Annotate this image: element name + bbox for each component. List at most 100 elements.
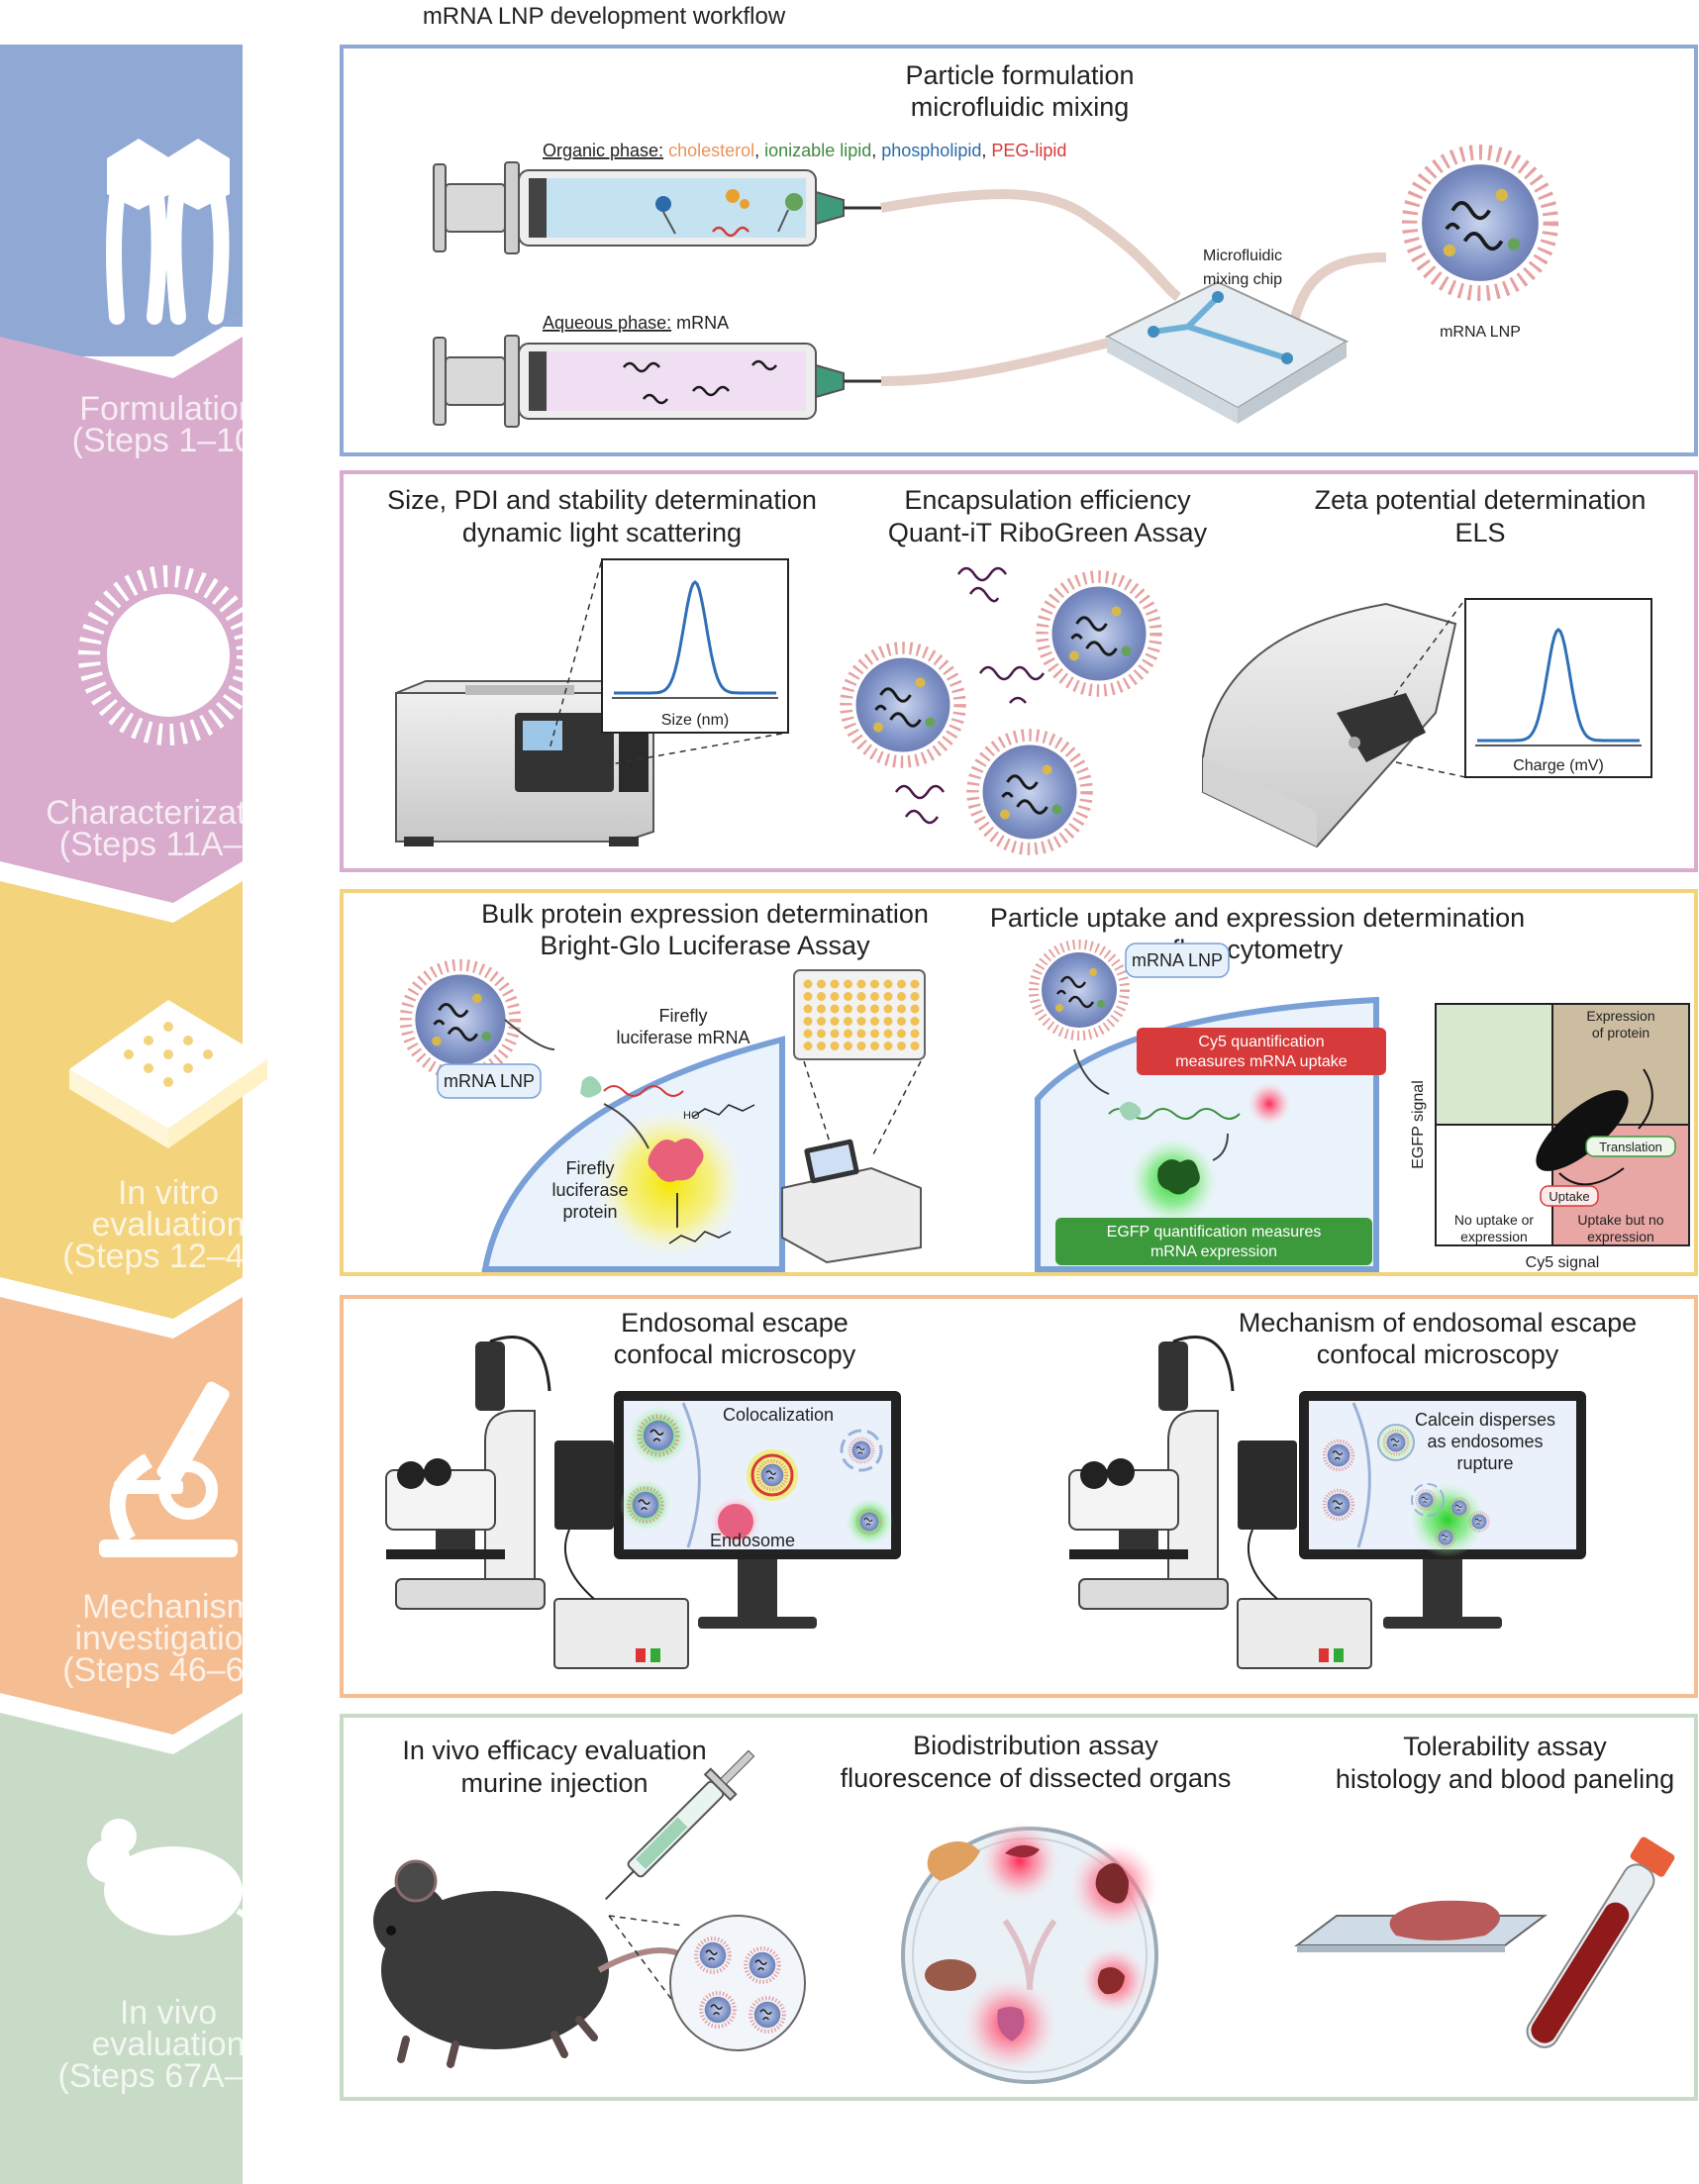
dls-peak-curve (614, 579, 776, 695)
ribogreen-heading-1: Encapsulation efficiency (904, 485, 1191, 515)
zeta-heading-1: Zeta potential determination (1315, 485, 1647, 515)
tolerability-heading-1: Tolerability assay (1403, 1732, 1607, 1761)
phase-label-characterization-2: (Steps 11A–D) (59, 826, 277, 863)
dls-heading-1: Size, PDI and stability determination (387, 485, 817, 515)
phase-label-in-vitro-2: evaluation (91, 1206, 245, 1243)
plate-well (803, 992, 813, 1001)
organic-sep-2: , (871, 141, 881, 160)
protein-label-1: Firefly (566, 1158, 615, 1178)
control-box-right (1237, 1529, 1372, 1669)
plate-well (870, 1029, 879, 1039)
dls-plot: Size (nm) (601, 558, 789, 734)
plate-well (870, 992, 879, 1001)
organic-item-cholesterol: cholesterol (668, 141, 754, 160)
plate-well (803, 1029, 813, 1039)
dls-xlabel: Size (nm) (661, 712, 729, 729)
phase-label-formulation-2: (Steps 1–10) (72, 422, 265, 459)
quadrant-bottom-left-2: expression (1460, 1229, 1528, 1244)
plate-well (910, 979, 920, 989)
zeta-plot: Charge (mV) (1464, 598, 1652, 778)
plate-well (817, 1029, 826, 1039)
cy5-box-line-2: measures mRNA uptake (1175, 1053, 1348, 1070)
plate-well (830, 992, 840, 1001)
plate-well (803, 1017, 813, 1026)
egfp-box-line-1: EGFP quantification measures (1107, 1224, 1322, 1241)
plate-well (897, 979, 906, 989)
monitor-right (1299, 1391, 1586, 1629)
protein-label-2: luciferase (551, 1180, 628, 1200)
plate-well (897, 1004, 906, 1014)
plate-well (803, 1042, 813, 1050)
translation-tag-label: Translation (1599, 1140, 1662, 1154)
escape-heading-1: Endosomal escape (621, 1308, 849, 1338)
quadrant-top-right-2: of protein (1592, 1025, 1649, 1041)
phase-chevron-in-vivo (0, 1713, 243, 2184)
mrna-label-1: Firefly (659, 1006, 708, 1026)
organic-sep-1: , (754, 141, 764, 160)
zeta-xlabel: Charge (mV) (1513, 757, 1604, 774)
monitor-left (614, 1391, 901, 1629)
plate-well (817, 979, 826, 989)
zeta-instrument (1202, 602, 1457, 848)
zeta-peak-curve (1477, 627, 1640, 743)
mech-heading-1: Mechanism of endosomal escape (1239, 1308, 1637, 1338)
ribogreen-particles (847, 566, 1156, 849)
plate-well (830, 1042, 840, 1050)
plate-well (844, 992, 852, 1001)
nanoparticle-icon (78, 565, 258, 745)
plate-well (817, 1042, 826, 1050)
biodist-heading-1: Biodistribution assay (913, 1731, 1158, 1760)
dls-instrument (395, 680, 654, 846)
dls-heading-2: dynamic light scattering (462, 518, 742, 547)
formulation-heading-2: microfluidic mixing (911, 92, 1130, 122)
plate-well (856, 1017, 866, 1026)
well-plate-icon (69, 1000, 267, 1148)
plate-well (830, 1029, 840, 1039)
petri-dish (901, 1822, 1158, 2084)
quadrant-bottom-left-1: No uptake or (1454, 1212, 1534, 1228)
phase-label-in-vitro-3: (Steps 12–45) (62, 1238, 274, 1275)
quadrant-bottom-right-2: expression (1587, 1229, 1654, 1244)
efficacy-heading-2: murine injection (460, 1768, 648, 1798)
plate-well (897, 1017, 906, 1026)
efficacy-heading-1: In vivo efficacy evaluation (402, 1736, 706, 1765)
well-plate-reader (781, 969, 926, 1264)
formulation-heading-1: Particle formulation (905, 60, 1134, 90)
aqueous-syringe (432, 334, 883, 429)
histology-slide (1294, 1900, 1548, 1952)
bulk-lnp-tag-label: mRNA LNP (444, 1071, 535, 1091)
plate-well (856, 979, 866, 989)
blood-tube (1526, 1837, 1675, 2048)
plate-well (870, 1017, 879, 1026)
mrna-lnp-particle (1410, 152, 1551, 294)
organic-item-peg: PEG-lipid (991, 141, 1066, 160)
tolerability-heading-2: histology and blood paneling (1336, 1764, 1674, 1794)
phase-label-in-vivo-2: evaluation (91, 2026, 245, 2063)
organic-item-phospholipid: phospholipid (881, 141, 981, 160)
organic-phase-label: Organic phase: cholesterol, ionizable li… (543, 141, 1066, 160)
flow-lnp-tag-label: mRNA LNP (1132, 950, 1223, 970)
plate-well (897, 1029, 906, 1039)
plate-well (856, 1042, 866, 1050)
plate-well (817, 1004, 826, 1014)
organic-sep-3: , (981, 141, 991, 160)
lipid-bilayer-icon (106, 139, 230, 325)
cell-diagram-bulk: HO (481, 1036, 785, 1272)
phase-labels: Formulation (Steps 1–10) Characterizatio… (46, 390, 291, 2095)
flow-cytometry-plot (1435, 1003, 1690, 1246)
egfp-box-line-2: mRNA expression (1150, 1243, 1277, 1260)
escape-heading-2: confocal microscopy (614, 1340, 856, 1369)
plate-well (883, 1029, 893, 1039)
zeta-heading-2: ELS (1454, 518, 1505, 547)
quadrant-bottom-right-1: Uptake but no (1577, 1212, 1663, 1228)
plate-well (870, 979, 879, 989)
microscope-icon (99, 1381, 238, 1557)
phase-label-in-vitro-1: In vitro (118, 1174, 219, 1212)
phase-label-mechanism-3: (Steps 46–66) (62, 1651, 274, 1689)
organic-item-ionizable: ionizable lipid (764, 141, 871, 160)
plate-well (883, 1004, 893, 1014)
plate-well (856, 1029, 866, 1039)
plate-well (844, 979, 852, 989)
bulk-heading-1: Bulk protein expression determination (481, 899, 929, 929)
